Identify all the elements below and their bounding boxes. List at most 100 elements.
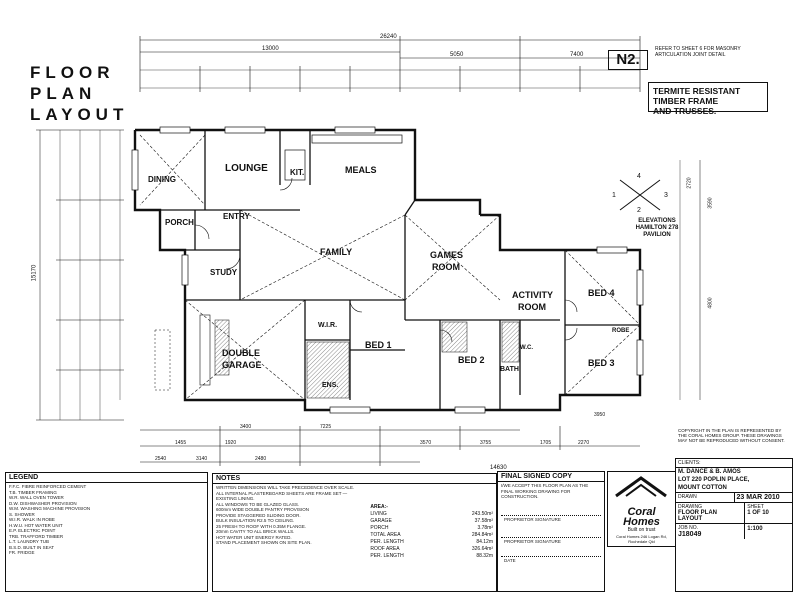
note-item: BULK INSULATION R2.5 TO CEILING. (216, 518, 295, 523)
dim-b11: 3140 (196, 456, 208, 462)
note-item: PROVIDE STAGGERED SLIDING DOOR. (216, 512, 301, 518)
termite-note: TERMITE RESISTANT TIMBER FRAME AND TRUSS… (648, 82, 768, 116)
room-double: DOUBLE (222, 348, 260, 358)
area-label: ROOF AREA (370, 546, 400, 552)
brand-tagline: Built on trust (627, 527, 656, 533)
area-value: 326.64m² (471, 546, 493, 552)
house-roof-icon (615, 476, 667, 498)
title-block: CLIENTS: M. DANCE & B. AMOS LOT 220 POPL… (675, 458, 793, 592)
legend-item: F.F.C. FIBRE REINFORCED CEMENT (9, 484, 87, 489)
dim-b6: 2270 (578, 440, 590, 446)
elevation-mark-4: 4 (637, 173, 641, 180)
title-line-3: LAYOUT (30, 105, 129, 124)
job-row: JOB NO. J18049 1:100 (676, 524, 792, 539)
room-garage: GARAGE (222, 360, 262, 370)
area-label: PER. LENGTH (370, 539, 404, 545)
area-label: PORCH (370, 525, 389, 531)
area-value: 88.32m (476, 553, 493, 559)
legend-item: H.W.U. HOT WATER UNIT (9, 522, 63, 528)
area-row: ROOF AREA 326.64m² (367, 546, 496, 553)
legend-header: LEGEND (6, 473, 207, 483)
room-family: FAMILY (320, 247, 353, 257)
final-copy-text: I/WE ACCEPT THIS FLOOR PLAN AS THE FINAL… (501, 483, 589, 499)
dim-b1: 3400 (240, 424, 252, 430)
sheet-label: SHEET (747, 504, 764, 510)
note-item: ALL INTERNAL PLASTERBOARD SHEETS ARE FRA… (216, 490, 348, 502)
dim-b9: 2480 (255, 456, 267, 462)
dim-top-overall: 26240 (380, 34, 397, 40)
dim-b3: 3570 (420, 440, 432, 446)
legend-list: F.F.C. FIBRE REINFORCED CEMENT T.B. TIMB… (6, 483, 207, 557)
dim-b10: 2540 (155, 456, 167, 462)
termite-line-3: AND TRUSSES. (653, 106, 717, 116)
elevation-mark-2: 2 (637, 207, 641, 214)
dim-b2: 7225 (320, 424, 332, 430)
dim-b4: 3755 (480, 440, 492, 446)
note-item: ALL WINDOWS TO BE GLAZED GLASS. (216, 501, 300, 507)
dim-b5: 1705 (540, 440, 552, 446)
notes-header: NOTES (213, 474, 496, 484)
room-bed-1: BED 1 (365, 340, 392, 350)
area-value: 3.78m² (477, 525, 493, 531)
client-label: CLIENTS: (676, 459, 792, 468)
room-wc: W.C. (520, 345, 533, 351)
room-bed-4: BED 4 (588, 288, 615, 298)
copyright-note: COPYRIGHT IN THE PLAN IS REPRESENTED BY … (678, 428, 785, 443)
room-meals: MEALS (345, 165, 377, 175)
signature-line-2: PROPRIETOR SIGNATURE (501, 537, 601, 546)
sheet-value: 1 OF 10 (747, 510, 769, 516)
dim-left-overall: 15170 (31, 264, 38, 282)
legend-item: D.W. DISHWASHER PROVISION (9, 500, 77, 506)
legend-item: B.S.D. BUILT IN SEAT (9, 544, 55, 550)
title-sheet-row: DRAWING FLOOR PLAN LAYOUT SHEET 1 OF 10 (676, 503, 792, 524)
room-lounge: LOUNGE (225, 163, 268, 174)
legend-item: W.I.R. WALK IN ROBE (9, 517, 55, 522)
date-value: 23 MAR 2010 (736, 494, 780, 501)
elevation-mark-1: 1 (612, 192, 616, 199)
room-dining: DINING (148, 175, 176, 184)
room-study: STUDY (210, 268, 238, 277)
room-kit: KIT. (290, 168, 305, 177)
area-value: 284.84m² (471, 532, 493, 538)
note-item: WRITTEN DIMENSIONS WILL TAKE PRECEDENCE … (216, 485, 355, 490)
final-signed-copy-panel: FINAL SIGNED COPY I/WE ACCEPT THIS FLOOR… (497, 471, 605, 592)
dim-b12: 1455 (175, 440, 187, 446)
area-row: PER. LENGTH 84.12m (367, 539, 496, 546)
job-cell: JOB NO. J18049 (676, 524, 746, 539)
room-games: GAMES (430, 250, 464, 260)
dim-r1: 3590 (707, 197, 714, 209)
room-ens: ENS. (322, 382, 339, 389)
drawn-date-row: DRAWN 23 MAR 2010 (676, 493, 792, 503)
area-header-label: AREA:- (370, 504, 388, 510)
area-value: 84.12m (476, 539, 493, 545)
signature-line-1: PROPRIETOR SIGNATURE (501, 514, 601, 524)
room-bed-3: BED 3 (588, 358, 615, 368)
drawing-number: N2. (608, 50, 648, 70)
notes-panel: NOTES WRITTEN DIMENSIONS WILL TAKE PRECE… (212, 473, 497, 592)
legend-item: W.R. WALL OVEN TOWER (9, 495, 64, 500)
termite-line-1: TERMITE RESISTANT (653, 86, 741, 96)
dim-bottom-overall: 14630 (490, 465, 507, 471)
dim-r3: 2720 (686, 177, 693, 189)
job-value: J18049 (678, 531, 702, 538)
dim-b8: 1920 (225, 440, 237, 446)
legend-panel: LEGEND F.F.C. FIBRE REINFORCED CEMENT T.… (5, 472, 208, 592)
brand-name-2: Homes (623, 516, 660, 528)
area-label: TOTAL AREA (370, 532, 401, 538)
client-names: M. DANCE & B. AMOS (678, 469, 741, 475)
room-bed-2: BED 2 (458, 355, 485, 365)
note-item: 600mm WIDE DOUBLE PANTRY PROVISION (216, 507, 310, 512)
note-item: 25 FRESH TO ROOF WITH 0.35M FLANGE. (216, 523, 307, 529)
area-value: 243.50m² (471, 511, 493, 517)
elevations-title: ELEVATIONS (638, 218, 676, 224)
area-value: 37.58m² (474, 518, 493, 524)
title-line-1: FLOOR (30, 63, 115, 82)
brand-name-1: Coral (627, 506, 656, 518)
legend-item: W.M. WASHING MACHINE PROVISION (9, 506, 91, 511)
dim-r2: 4800 (707, 297, 714, 309)
elevations-design: HAMILTON 278 (635, 225, 679, 231)
